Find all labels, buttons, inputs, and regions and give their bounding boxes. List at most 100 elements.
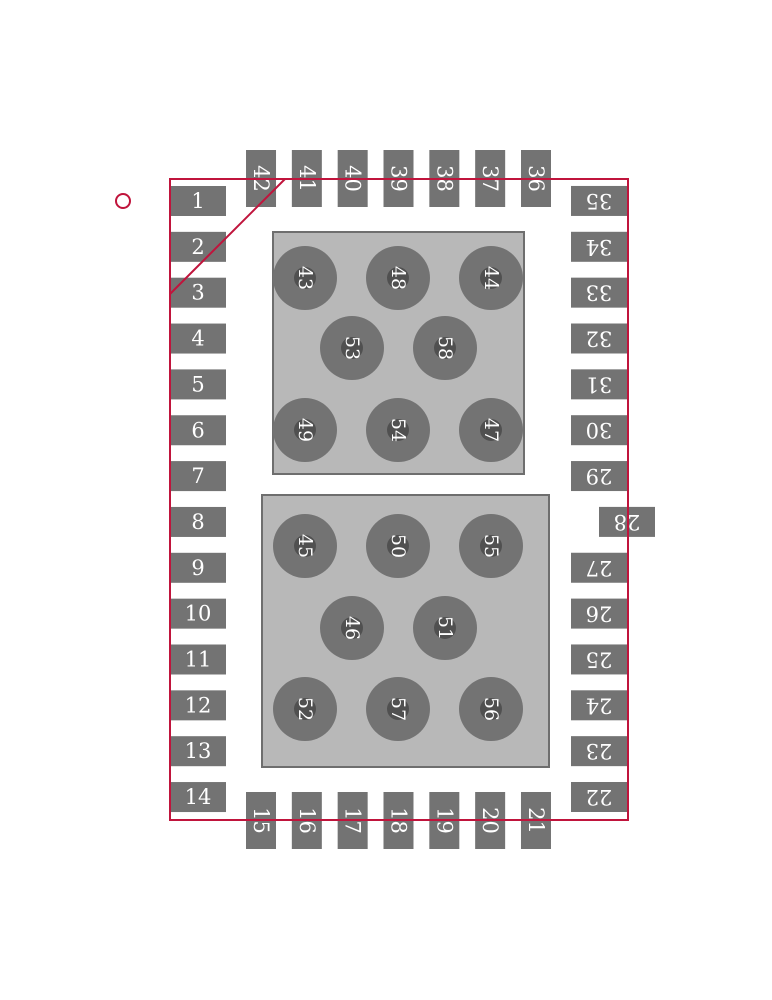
via-hole xyxy=(387,698,409,720)
pin-pad-25: 25 xyxy=(571,644,627,675)
via-hole xyxy=(480,698,502,720)
pin-pad-24: 24 xyxy=(571,690,627,721)
via-label: 51 xyxy=(434,616,456,640)
pin-pad-27: 27 xyxy=(571,552,627,583)
pin-pad-31: 31 xyxy=(571,369,627,400)
via-label: 49 xyxy=(294,418,316,442)
pad-rect xyxy=(571,231,627,262)
via-hole xyxy=(294,698,316,720)
via-label: 52 xyxy=(294,697,316,721)
via-hole xyxy=(480,535,502,557)
via-57: 57 xyxy=(366,677,430,741)
pad-rect xyxy=(170,323,226,354)
pin1-marker xyxy=(115,193,131,209)
via-label: 50 xyxy=(387,534,409,558)
via-label: 48 xyxy=(387,266,409,290)
via-label: 44 xyxy=(480,266,502,290)
pin-label: 30 xyxy=(586,418,613,442)
pad-rect xyxy=(170,415,226,446)
pin-label: 27 xyxy=(586,556,613,580)
pin-label: 9 xyxy=(191,556,204,580)
via-53: 53 xyxy=(320,316,384,380)
via-44: 44 xyxy=(459,246,523,310)
pin-pad-33: 33 xyxy=(571,277,627,308)
pin-pad-5: 5 xyxy=(170,369,226,400)
pad-rect xyxy=(170,736,226,767)
pin-label: 25 xyxy=(586,647,613,671)
pin-pad-23: 23 xyxy=(571,736,627,767)
via-label: 46 xyxy=(341,616,363,640)
pin-label: 29 xyxy=(586,464,613,488)
pin-label: 23 xyxy=(586,739,613,763)
via-56: 56 xyxy=(459,677,523,741)
via-hole xyxy=(387,535,409,557)
pin-pad-32: 32 xyxy=(571,323,627,354)
via-hole xyxy=(434,337,456,359)
via-label: 55 xyxy=(480,534,502,558)
pad-rect xyxy=(170,782,226,813)
via-label: 54 xyxy=(387,418,409,442)
pin-label: 26 xyxy=(586,602,613,626)
pin-label: 3 xyxy=(191,281,204,305)
via-hole xyxy=(387,267,409,289)
via-54: 54 xyxy=(366,398,430,462)
pin-label: 7 xyxy=(191,464,204,488)
via-hole xyxy=(480,267,502,289)
pin-pad-22: 22 xyxy=(571,782,627,812)
via-hole xyxy=(294,535,316,557)
pin-pad-14: 14 xyxy=(170,782,226,813)
pad-rect xyxy=(571,415,627,446)
pin-label: 8 xyxy=(191,510,204,534)
pad-rect xyxy=(571,552,627,583)
pin-label: 35 xyxy=(586,189,613,213)
via-51: 51 xyxy=(413,596,477,660)
via-hole xyxy=(294,419,316,441)
pad-rect xyxy=(170,690,226,721)
pin-pad-9: 9 xyxy=(170,552,226,583)
pin-pad-11: 11 xyxy=(170,644,226,675)
via-hole xyxy=(387,419,409,441)
pin-pad-8: 8 xyxy=(170,506,226,537)
pin-label: 34 xyxy=(586,235,613,259)
via-label: 58 xyxy=(434,336,456,360)
via-52: 52 xyxy=(273,677,337,741)
via-label: 47 xyxy=(480,418,502,442)
pad-rect xyxy=(571,782,627,812)
pin-pad-26: 26 xyxy=(571,598,627,629)
pin-pad-29: 29 xyxy=(571,461,627,492)
via-hole xyxy=(480,419,502,441)
pad-rect xyxy=(170,506,226,537)
pin-label: 10 xyxy=(185,602,212,626)
pad-rect xyxy=(170,277,226,308)
pin-label: 4 xyxy=(191,327,204,351)
pad-rect xyxy=(571,690,627,721)
via-48: 48 xyxy=(366,246,430,310)
pin-pad-13: 13 xyxy=(170,736,226,767)
pad-rect xyxy=(571,461,627,492)
pad-rect xyxy=(170,552,226,583)
via-hole xyxy=(434,617,456,639)
pin-label: 22 xyxy=(586,785,613,809)
pad-rect xyxy=(571,369,627,400)
pad-rect xyxy=(571,644,627,675)
via-58: 58 xyxy=(413,316,477,380)
pin-label: 2 xyxy=(191,235,204,259)
pad-rect xyxy=(170,369,226,400)
pin-pad-10: 10 xyxy=(170,598,226,629)
pin1-chamfer-line xyxy=(169,178,286,295)
pin-pad-34: 34 xyxy=(571,231,627,262)
via-46: 46 xyxy=(320,596,384,660)
pad-rect xyxy=(170,461,226,492)
pin-label: 31 xyxy=(586,372,613,396)
pad-rect xyxy=(571,736,627,767)
pad-rect xyxy=(170,598,226,629)
body-outline xyxy=(115,178,629,821)
pad-rect xyxy=(571,598,627,629)
via-43: 43 xyxy=(273,246,337,310)
pin-label: 12 xyxy=(185,693,212,717)
pin-label: 5 xyxy=(191,372,204,396)
via-label: 43 xyxy=(294,266,316,290)
package-outline xyxy=(169,178,629,821)
